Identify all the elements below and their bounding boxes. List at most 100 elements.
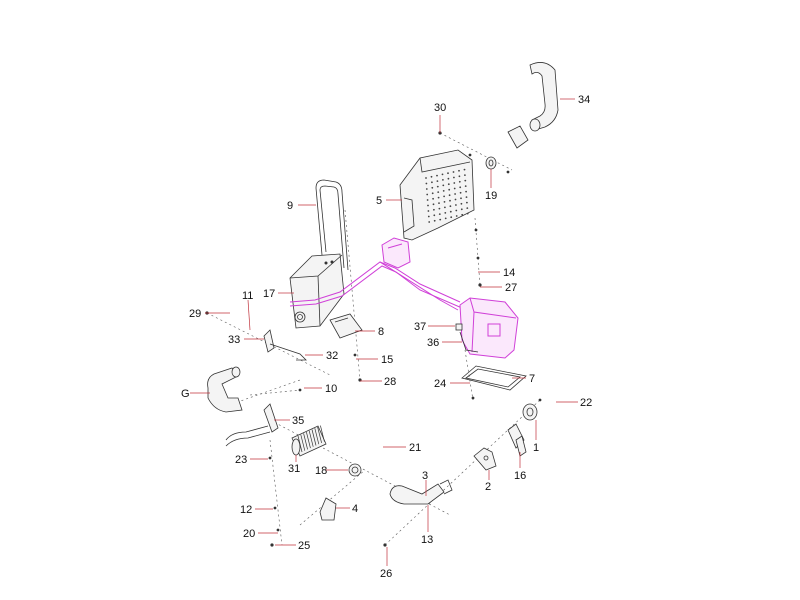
callout-label-9: 9 <box>287 200 293 212</box>
perforation-hole <box>460 197 462 200</box>
corrugation-ring <box>308 430 314 447</box>
callout-label-29: 29 <box>189 308 201 320</box>
callout-label-2: 2 <box>485 481 491 493</box>
perforation-hole <box>433 208 435 211</box>
corrugation-ring <box>306 432 311 449</box>
perforation-hole <box>450 216 453 219</box>
perforation-hole <box>455 204 457 206</box>
harness-hoses <box>289 237 519 359</box>
part-3-tail-pipe <box>389 479 453 505</box>
callout-leaders <box>190 98 578 566</box>
perforation-hole <box>458 169 460 172</box>
part-9-frame-bracket <box>315 179 349 271</box>
guard-perforation <box>425 168 469 223</box>
perforation-hole <box>432 197 434 200</box>
corrugation-ring <box>311 429 317 446</box>
callout-label-31: 31 <box>288 463 300 475</box>
perforation-hole <box>443 195 445 198</box>
callout-label-21: 21 <box>409 442 421 454</box>
callout-label-15: 15 <box>381 354 393 366</box>
perforation-hole <box>453 182 456 184</box>
part-5-muffler-guard <box>399 149 475 241</box>
callout-label-G: G <box>181 388 190 400</box>
part-G-inlet-hose <box>207 366 243 413</box>
callout-label-22: 22 <box>580 397 592 409</box>
callout-label-35: 35 <box>292 415 304 427</box>
callout-label-13: 13 <box>421 534 433 546</box>
perforation-hole <box>433 214 436 217</box>
perforation-hole <box>442 184 445 187</box>
part-17-muffler <box>289 253 345 329</box>
part-34-elbow-pipe <box>507 62 559 149</box>
perforation-hole <box>443 201 446 203</box>
perforation-hole <box>463 168 466 171</box>
perforation-hole <box>438 202 440 205</box>
callout-label-7: 7 <box>529 373 535 385</box>
perforation-hole <box>426 193 429 196</box>
perforation-hole <box>448 188 451 191</box>
perforation-hole <box>431 181 433 184</box>
perforation-hole <box>464 185 467 188</box>
callout-label-26: 26 <box>380 568 392 580</box>
perforation-hole <box>428 221 431 223</box>
callout-label-33: 33 <box>228 334 240 346</box>
perforation-hole <box>465 196 468 199</box>
perforation-hole <box>455 215 458 217</box>
perforation-hole <box>453 187 456 190</box>
perforation-hole <box>453 176 455 179</box>
perforation-hole <box>466 212 469 215</box>
corrugation-ring <box>303 433 308 450</box>
perforation-hole <box>425 177 427 179</box>
perforation-hole <box>426 199 429 201</box>
perforation-hole <box>458 180 461 183</box>
part-7-tray <box>461 365 527 391</box>
flex-pipe-corrugation <box>297 425 325 453</box>
perforation-hole <box>436 180 439 183</box>
callout-label-17: 17 <box>263 288 275 300</box>
callout-label-24: 24 <box>434 378 446 390</box>
perforation-hole <box>427 210 430 212</box>
part-35-bracket <box>263 403 279 433</box>
callout-label-36: 36 <box>427 337 439 349</box>
part-23-strap <box>225 425 271 447</box>
perforation-hole <box>447 172 449 175</box>
perforation-hole <box>432 203 435 206</box>
perforation-hole <box>449 199 451 202</box>
part-18-clamp <box>348 463 362 477</box>
corrugation-ring <box>300 434 306 451</box>
perforation-hole <box>431 186 434 189</box>
callout-label-25: 25 <box>298 540 310 552</box>
perforation-hole <box>466 207 469 210</box>
perforation-hole <box>464 179 467 182</box>
callout-label-27: 27 <box>505 282 517 294</box>
part-8-mounting-plate <box>329 313 363 339</box>
callout-label-37: 37 <box>414 321 426 333</box>
part-2-flange <box>473 447 497 471</box>
perforation-hole <box>438 213 441 216</box>
corrugation-ring <box>320 425 325 442</box>
callout-label-30: 30 <box>434 102 446 114</box>
perforation-hole <box>460 208 463 211</box>
perforation-hole <box>425 182 428 185</box>
perforation-hole <box>425 188 428 190</box>
perforation-hole <box>441 173 444 176</box>
perforation-hole <box>449 205 452 208</box>
perforation-hole <box>436 185 439 188</box>
part-4-bracket <box>319 497 337 521</box>
callout-label-20: 20 <box>243 528 255 540</box>
callout-label-16: 16 <box>514 470 526 482</box>
callout-label-10: 10 <box>325 383 337 395</box>
perforation-hole <box>449 210 452 213</box>
perforation-hole <box>459 191 462 194</box>
part-16-clamp <box>507 423 527 457</box>
perforation-hole <box>458 175 461 178</box>
perforation-hole <box>436 174 438 177</box>
perforation-hole <box>447 177 450 180</box>
part-32-33-strap <box>263 329 307 361</box>
perforation-hole <box>444 206 446 209</box>
callout-label-18: 18 <box>315 465 327 477</box>
callout-label-8: 8 <box>378 326 384 338</box>
perforation-hole <box>427 215 430 218</box>
